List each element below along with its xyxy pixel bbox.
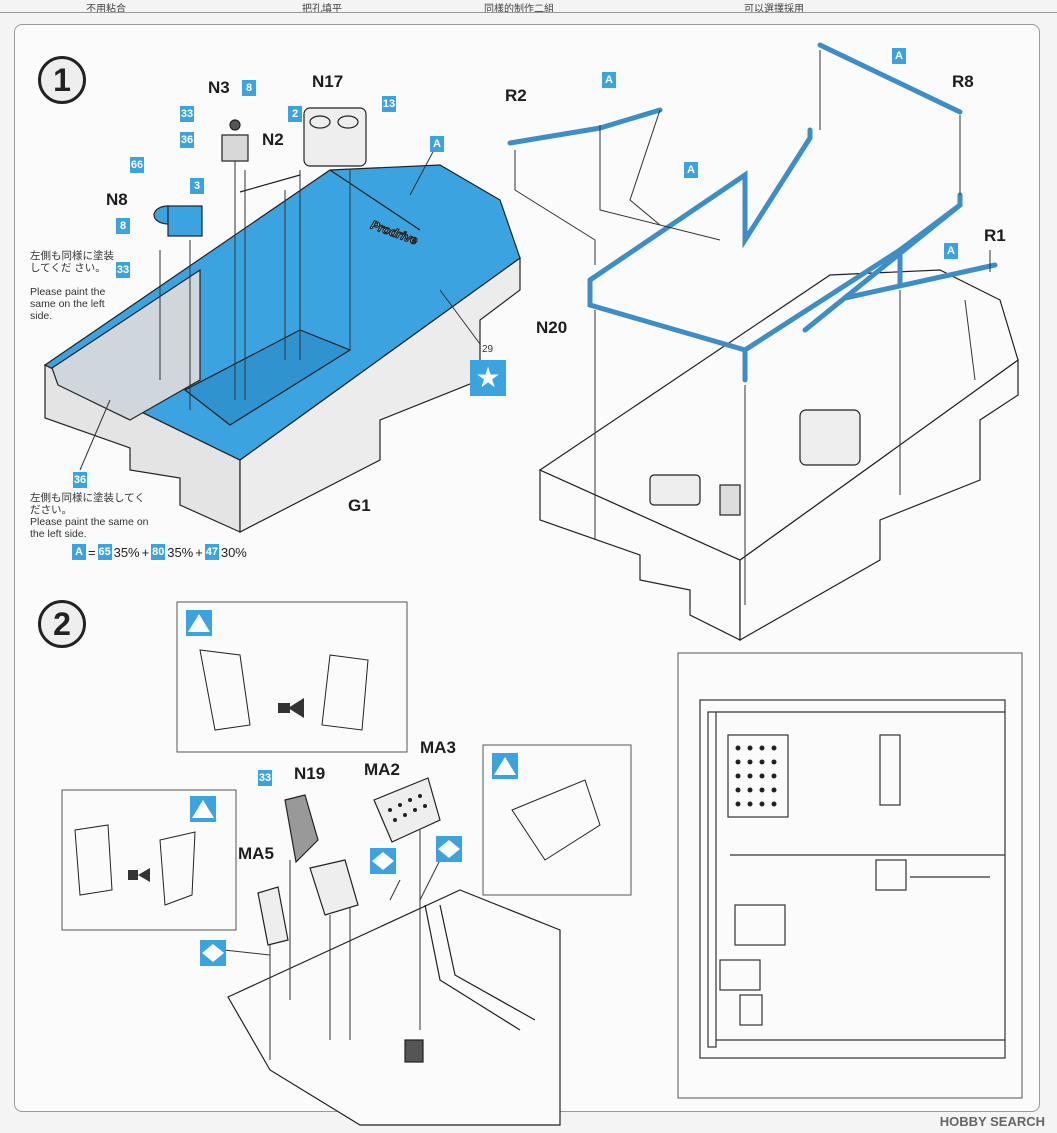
decal-star-icon: ★ bbox=[470, 360, 506, 396]
legend-make-two: 同樣的制作二組 bbox=[484, 4, 554, 15]
top-legend-strip: 不用粘合 把孔填平 同樣的制作二組 可以選擇採用 bbox=[0, 0, 1057, 18]
formula-plus-2: + bbox=[195, 544, 203, 560]
part-label-r1: R1 bbox=[984, 226, 1006, 245]
part-label-n20: N20 bbox=[536, 318, 568, 337]
note-left-side-jp-1: 左側も同様に塗装してくだ さい。 bbox=[30, 250, 114, 274]
paint-code-a-n20: A bbox=[684, 162, 698, 178]
paint-code-36: 36 bbox=[180, 132, 194, 148]
paint-code-33c: 33 bbox=[258, 770, 272, 786]
formula-pct-3: 30% bbox=[220, 544, 247, 560]
part-label-n3: N3 bbox=[208, 78, 230, 97]
part-label-r2: R2 bbox=[505, 86, 527, 105]
part-label-r8: R8 bbox=[952, 72, 974, 91]
floor-section bbox=[227, 889, 561, 1126]
paint-code-2: 2 bbox=[288, 106, 302, 122]
paint-code-a-tub: A bbox=[430, 136, 444, 152]
part-label-n2: N2 bbox=[262, 130, 284, 149]
part-label-ma2: MA2 bbox=[364, 760, 400, 779]
paint-code-33: 33 bbox=[180, 106, 194, 122]
legend-fill-holes: 把孔填平 bbox=[302, 4, 342, 15]
glue-markers bbox=[186, 610, 518, 966]
formula-pct-2: 35% bbox=[167, 544, 194, 560]
part-label-n8: N8 bbox=[106, 190, 128, 209]
step-1-marker: 1 bbox=[38, 56, 86, 104]
formula-80: 80 bbox=[151, 544, 166, 560]
roll-cage bbox=[507, 42, 998, 383]
part-label-g1: G1 bbox=[348, 496, 371, 515]
paint-mix-formula: A = 65 35% + 80 35% + 47 30% bbox=[72, 544, 247, 560]
formula-65: 65 bbox=[97, 544, 112, 560]
formula-47: 47 bbox=[204, 544, 219, 560]
part-label-n17: N17 bbox=[312, 72, 344, 91]
note-left-side-jp-2: 左側も同様に塗装してください。 bbox=[30, 492, 145, 516]
part-label-ma5: MA5 bbox=[238, 844, 274, 863]
tub-right bbox=[538, 269, 1019, 642]
part-label-ma3: MA3 bbox=[420, 738, 456, 757]
paint-code-a-r1: A bbox=[944, 243, 958, 259]
paint-code-a-r2: A bbox=[602, 72, 616, 88]
note-left-side-en-1: Please paint the same on the left side. bbox=[30, 286, 106, 322]
paint-code-3: 3 bbox=[190, 178, 204, 194]
formula-eq: = bbox=[88, 544, 96, 560]
paint-code-36b: 36 bbox=[73, 472, 87, 488]
note-left-side-en-2: Please paint the same on the left side. bbox=[30, 516, 149, 540]
paint-code-a-r8: A bbox=[892, 48, 906, 64]
formula-a: A bbox=[72, 544, 86, 560]
decal-number: 29 bbox=[482, 344, 494, 355]
legend-optional: 可以選擇採用 bbox=[744, 4, 804, 15]
step-2-marker: 2 bbox=[38, 600, 86, 648]
paint-code-13: 13 bbox=[382, 96, 396, 112]
watermark: HOBBY SEARCH bbox=[939, 1114, 1045, 1129]
paint-code-8b: 8 bbox=[116, 218, 130, 234]
paint-code-33b: 33 bbox=[116, 262, 130, 278]
legend-no-glue: 不用粘合 bbox=[86, 4, 126, 15]
formula-plus-1: + bbox=[141, 544, 150, 560]
paint-code-66: 66 bbox=[130, 157, 144, 173]
part-label-n19: N19 bbox=[294, 764, 326, 783]
formula-pct-1: 35% bbox=[113, 544, 140, 560]
top-divider bbox=[0, 12, 1057, 13]
tub-left: Prodrive bbox=[43, 164, 521, 533]
paint-code-8: 8 bbox=[242, 80, 256, 96]
